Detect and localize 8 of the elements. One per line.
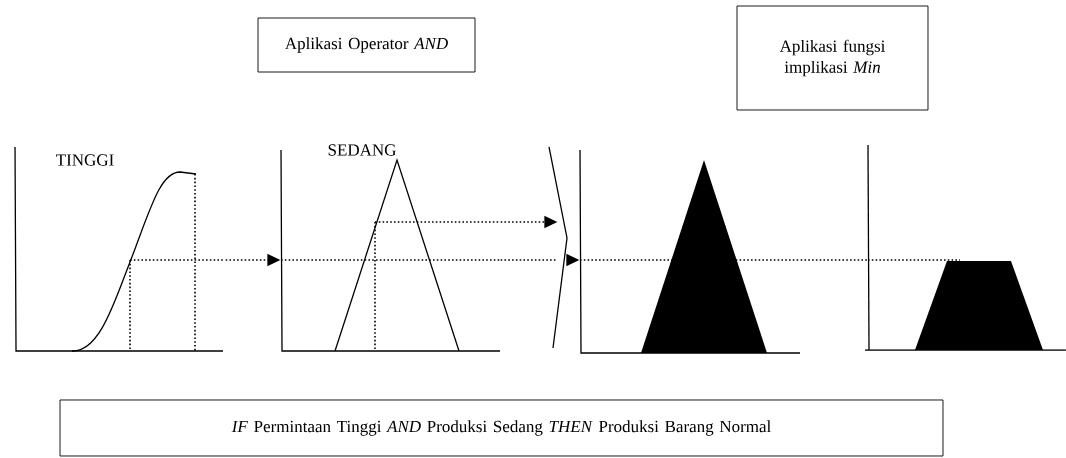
text-box: Aplikasi fungsi implikasi Min xyxy=(736,5,929,111)
text-box: Aplikasi Operator AND xyxy=(257,17,476,73)
membership-chart: SEDANG xyxy=(280,143,501,352)
text-box: IF Permintaan Tinggi AND Produksi Sedang THEN Produksi Barang Normal xyxy=(59,399,944,457)
operator-bracket xyxy=(548,146,568,349)
membership-chart xyxy=(864,144,1066,351)
membership-chart xyxy=(579,149,801,354)
membership-chart: TINGGI xyxy=(14,146,224,352)
